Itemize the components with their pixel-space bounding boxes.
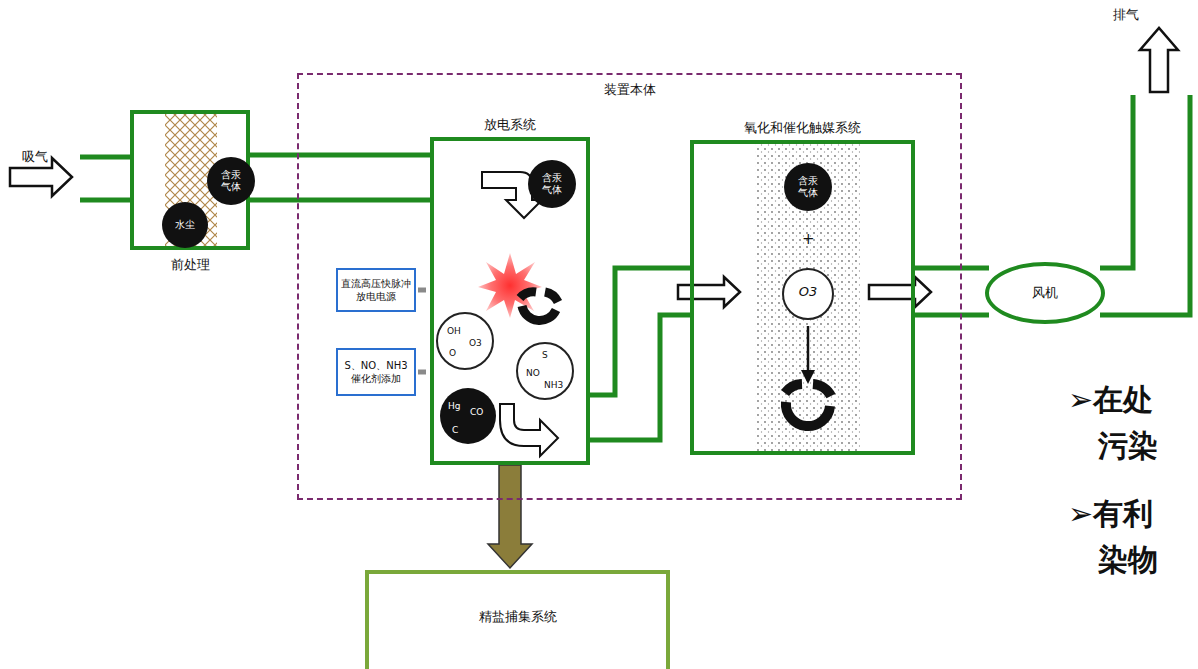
inlet-pipe	[80, 157, 132, 200]
connector	[418, 290, 429, 291]
additive-box: S、NO、NH3催化剂添加	[336, 348, 416, 396]
fan-ellipse: 风机	[985, 262, 1105, 324]
node-text: O	[449, 348, 456, 358]
node-text: S、NO、NH3催化剂添加	[341, 359, 411, 385]
catalyst-circle: SNO NH3	[516, 342, 574, 400]
exhaust-arrow	[1140, 28, 1178, 92]
catalyst-bed	[755, 142, 860, 453]
exhaust-pipe	[1100, 95, 1190, 315]
gas-particle: 含汞气体	[784, 163, 832, 211]
pretreatment-box: 前处理含汞气体水尘	[130, 110, 250, 250]
note-text: 污染	[1098, 426, 1158, 467]
node-heading: 氧化和催化触媒系统	[694, 119, 911, 137]
node-text: 含汞气体	[797, 175, 819, 199]
dust-particle: 水尘	[162, 202, 208, 248]
connector	[869, 268, 989, 315]
radical-circle: OH O O3	[436, 312, 494, 370]
node-text: NO	[526, 368, 540, 378]
plus-sign: +	[802, 230, 815, 248]
node-text: O3	[469, 338, 482, 348]
device-body: 装置本体放电系统含汞气体 OH O O3SNO NH3HgCO C 直流高压快脉冲放电电源 S…	[297, 73, 962, 500]
exhaust-label: 排气	[1113, 6, 1139, 24]
node-text: CO	[470, 406, 483, 418]
node-text: 精盐捕集系统	[479, 608, 557, 669]
discharge-spark	[478, 253, 542, 318]
discharge-box: 放电系统含汞气体OHOO3SNONH3HgCOC	[430, 137, 590, 465]
power-box: 直流高压快脉冲放电电源	[336, 268, 416, 312]
node-text: 水尘	[174, 219, 196, 231]
connector	[250, 155, 430, 200]
gas-particle: 含汞气体	[207, 157, 255, 205]
note-text: 染物	[1098, 540, 1158, 581]
reaction-arrow-head	[801, 370, 815, 384]
note-text: ➢在处	[1068, 380, 1153, 421]
node-heading: 前处理	[134, 256, 246, 274]
note-text: ➢有利	[1068, 494, 1153, 535]
broken-particle	[520, 292, 558, 321]
node-text: 风机	[1032, 284, 1058, 302]
product-circle: HgCO C	[440, 388, 496, 444]
node-text: 含汞气体	[541, 172, 563, 196]
node-text: 直流高压快脉冲放电电源	[341, 277, 411, 303]
node-text: OH	[447, 326, 461, 336]
node-text: O3	[784, 287, 832, 297]
connector	[488, 465, 532, 568]
broken-particle	[785, 384, 831, 426]
ozone-circle: O3	[782, 268, 834, 320]
node-text: C	[452, 424, 458, 436]
node-text: S	[542, 350, 548, 360]
connector	[418, 372, 429, 373]
node-heading: 放电系统	[434, 116, 586, 134]
flow-arrow	[500, 404, 558, 456]
salt-collector-box: 精盐捕集系统	[365, 570, 670, 669]
reaction-arrow	[807, 326, 810, 372]
connector	[588, 268, 740, 440]
node-text: 含汞气体	[220, 169, 242, 193]
gas-particle: 含汞气体	[528, 160, 576, 208]
node-text: Hg	[448, 400, 460, 412]
catalyst-box: 氧化和催化触媒系统含汞气体O3	[690, 140, 915, 455]
inlet-label: 吸气	[22, 148, 48, 166]
node-heading: 装置本体	[299, 81, 960, 99]
node-text: NH3	[544, 380, 563, 390]
